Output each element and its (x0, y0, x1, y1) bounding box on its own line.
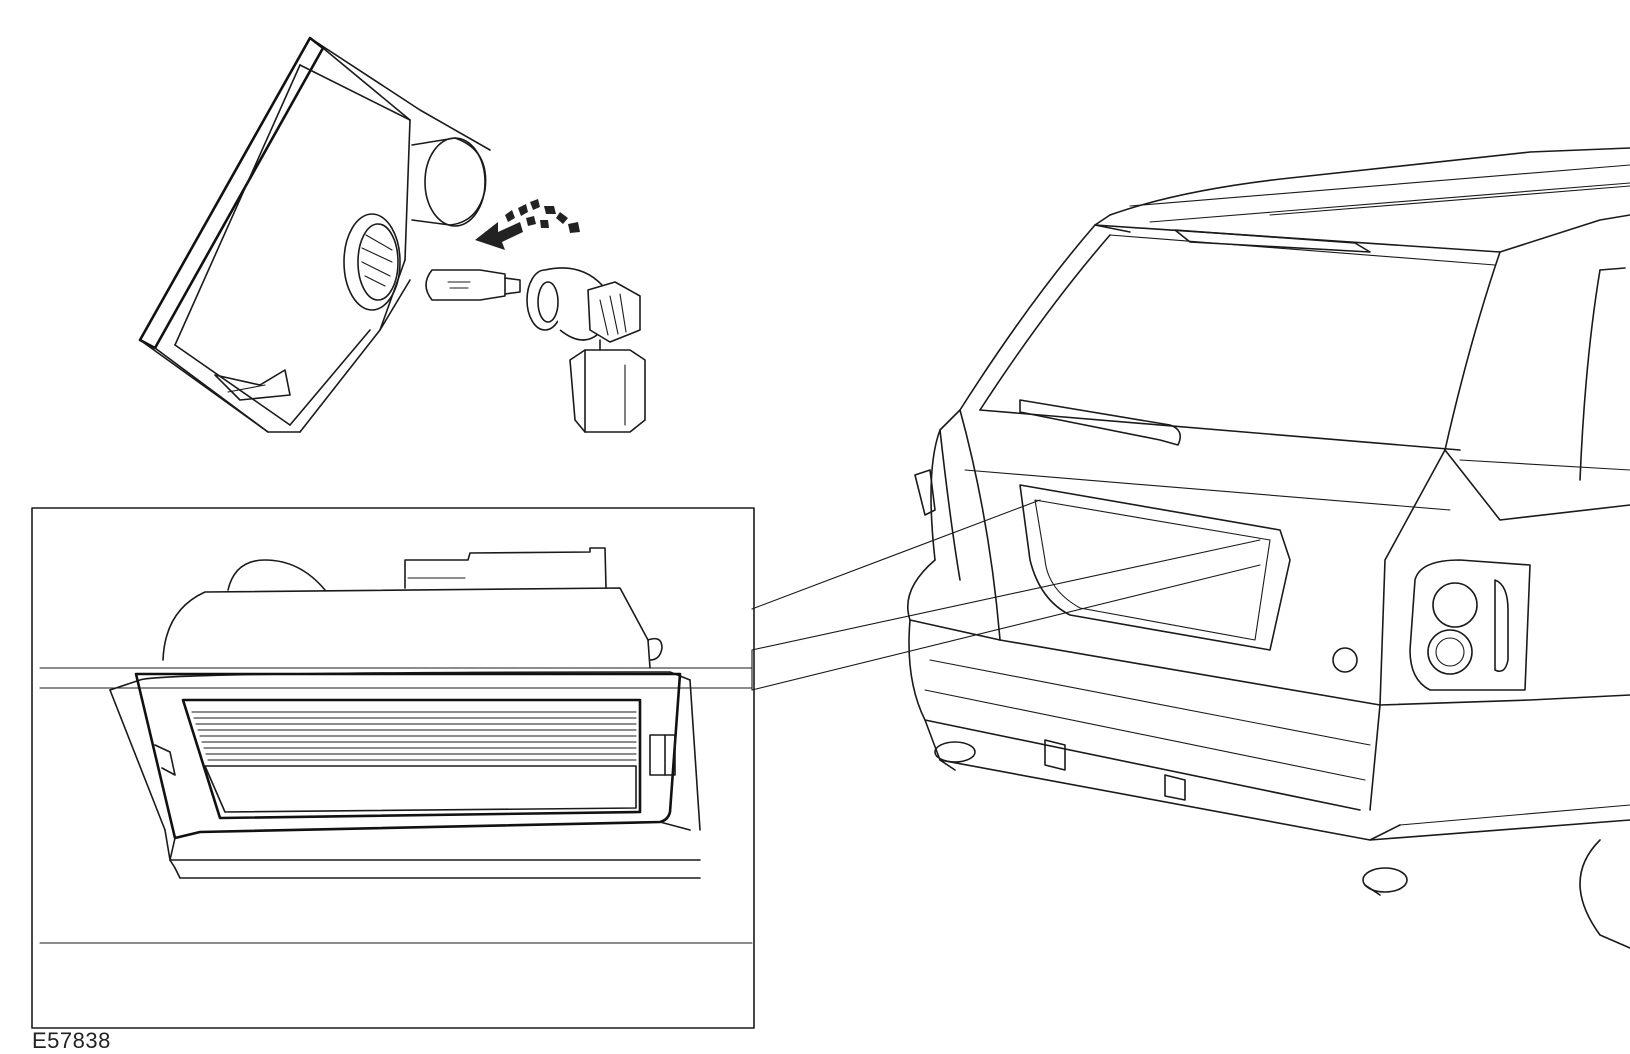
lamp-unit-exploded (138, 36, 646, 433)
removal-direction-arrows (475, 199, 580, 250)
lens-ribbing (181, 698, 642, 820)
inset-frame (31, 507, 755, 1029)
callout-leader-lines (751, 499, 1261, 691)
bulb-holder-connector (526, 267, 646, 433)
figure-reference-code: E57838 (32, 1028, 111, 1053)
licence-lamp-housing (109, 547, 701, 879)
detail-inset (31, 507, 755, 1029)
vehicle-rear-view (906, 147, 1630, 949)
bulb (425, 269, 521, 301)
